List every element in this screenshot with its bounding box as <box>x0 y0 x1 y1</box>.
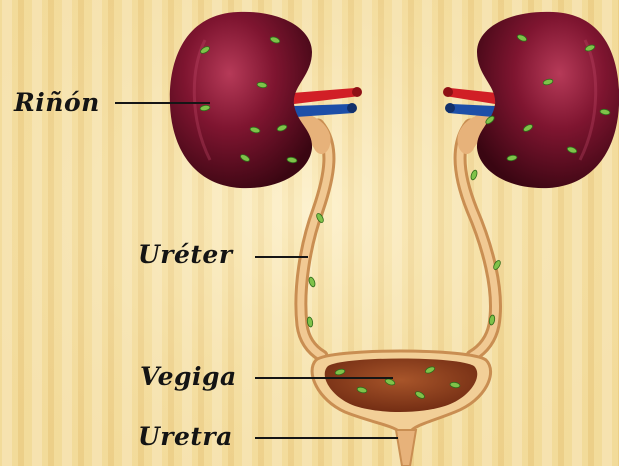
urethra-label: Uretra <box>138 424 233 449</box>
bladder-label: Vegiga <box>140 364 237 389</box>
bacteria-icon <box>308 276 316 287</box>
renal-vessels-right <box>443 87 497 117</box>
urethra-tube <box>396 430 416 466</box>
bacteria-icon <box>470 169 478 180</box>
kidney-right <box>477 12 619 188</box>
renal-vessels-left <box>292 87 362 117</box>
kidney-label: Riñón <box>14 90 100 115</box>
ureter-label: Uréter <box>138 242 233 267</box>
bladder <box>312 351 490 466</box>
kidney-icon <box>477 12 619 188</box>
